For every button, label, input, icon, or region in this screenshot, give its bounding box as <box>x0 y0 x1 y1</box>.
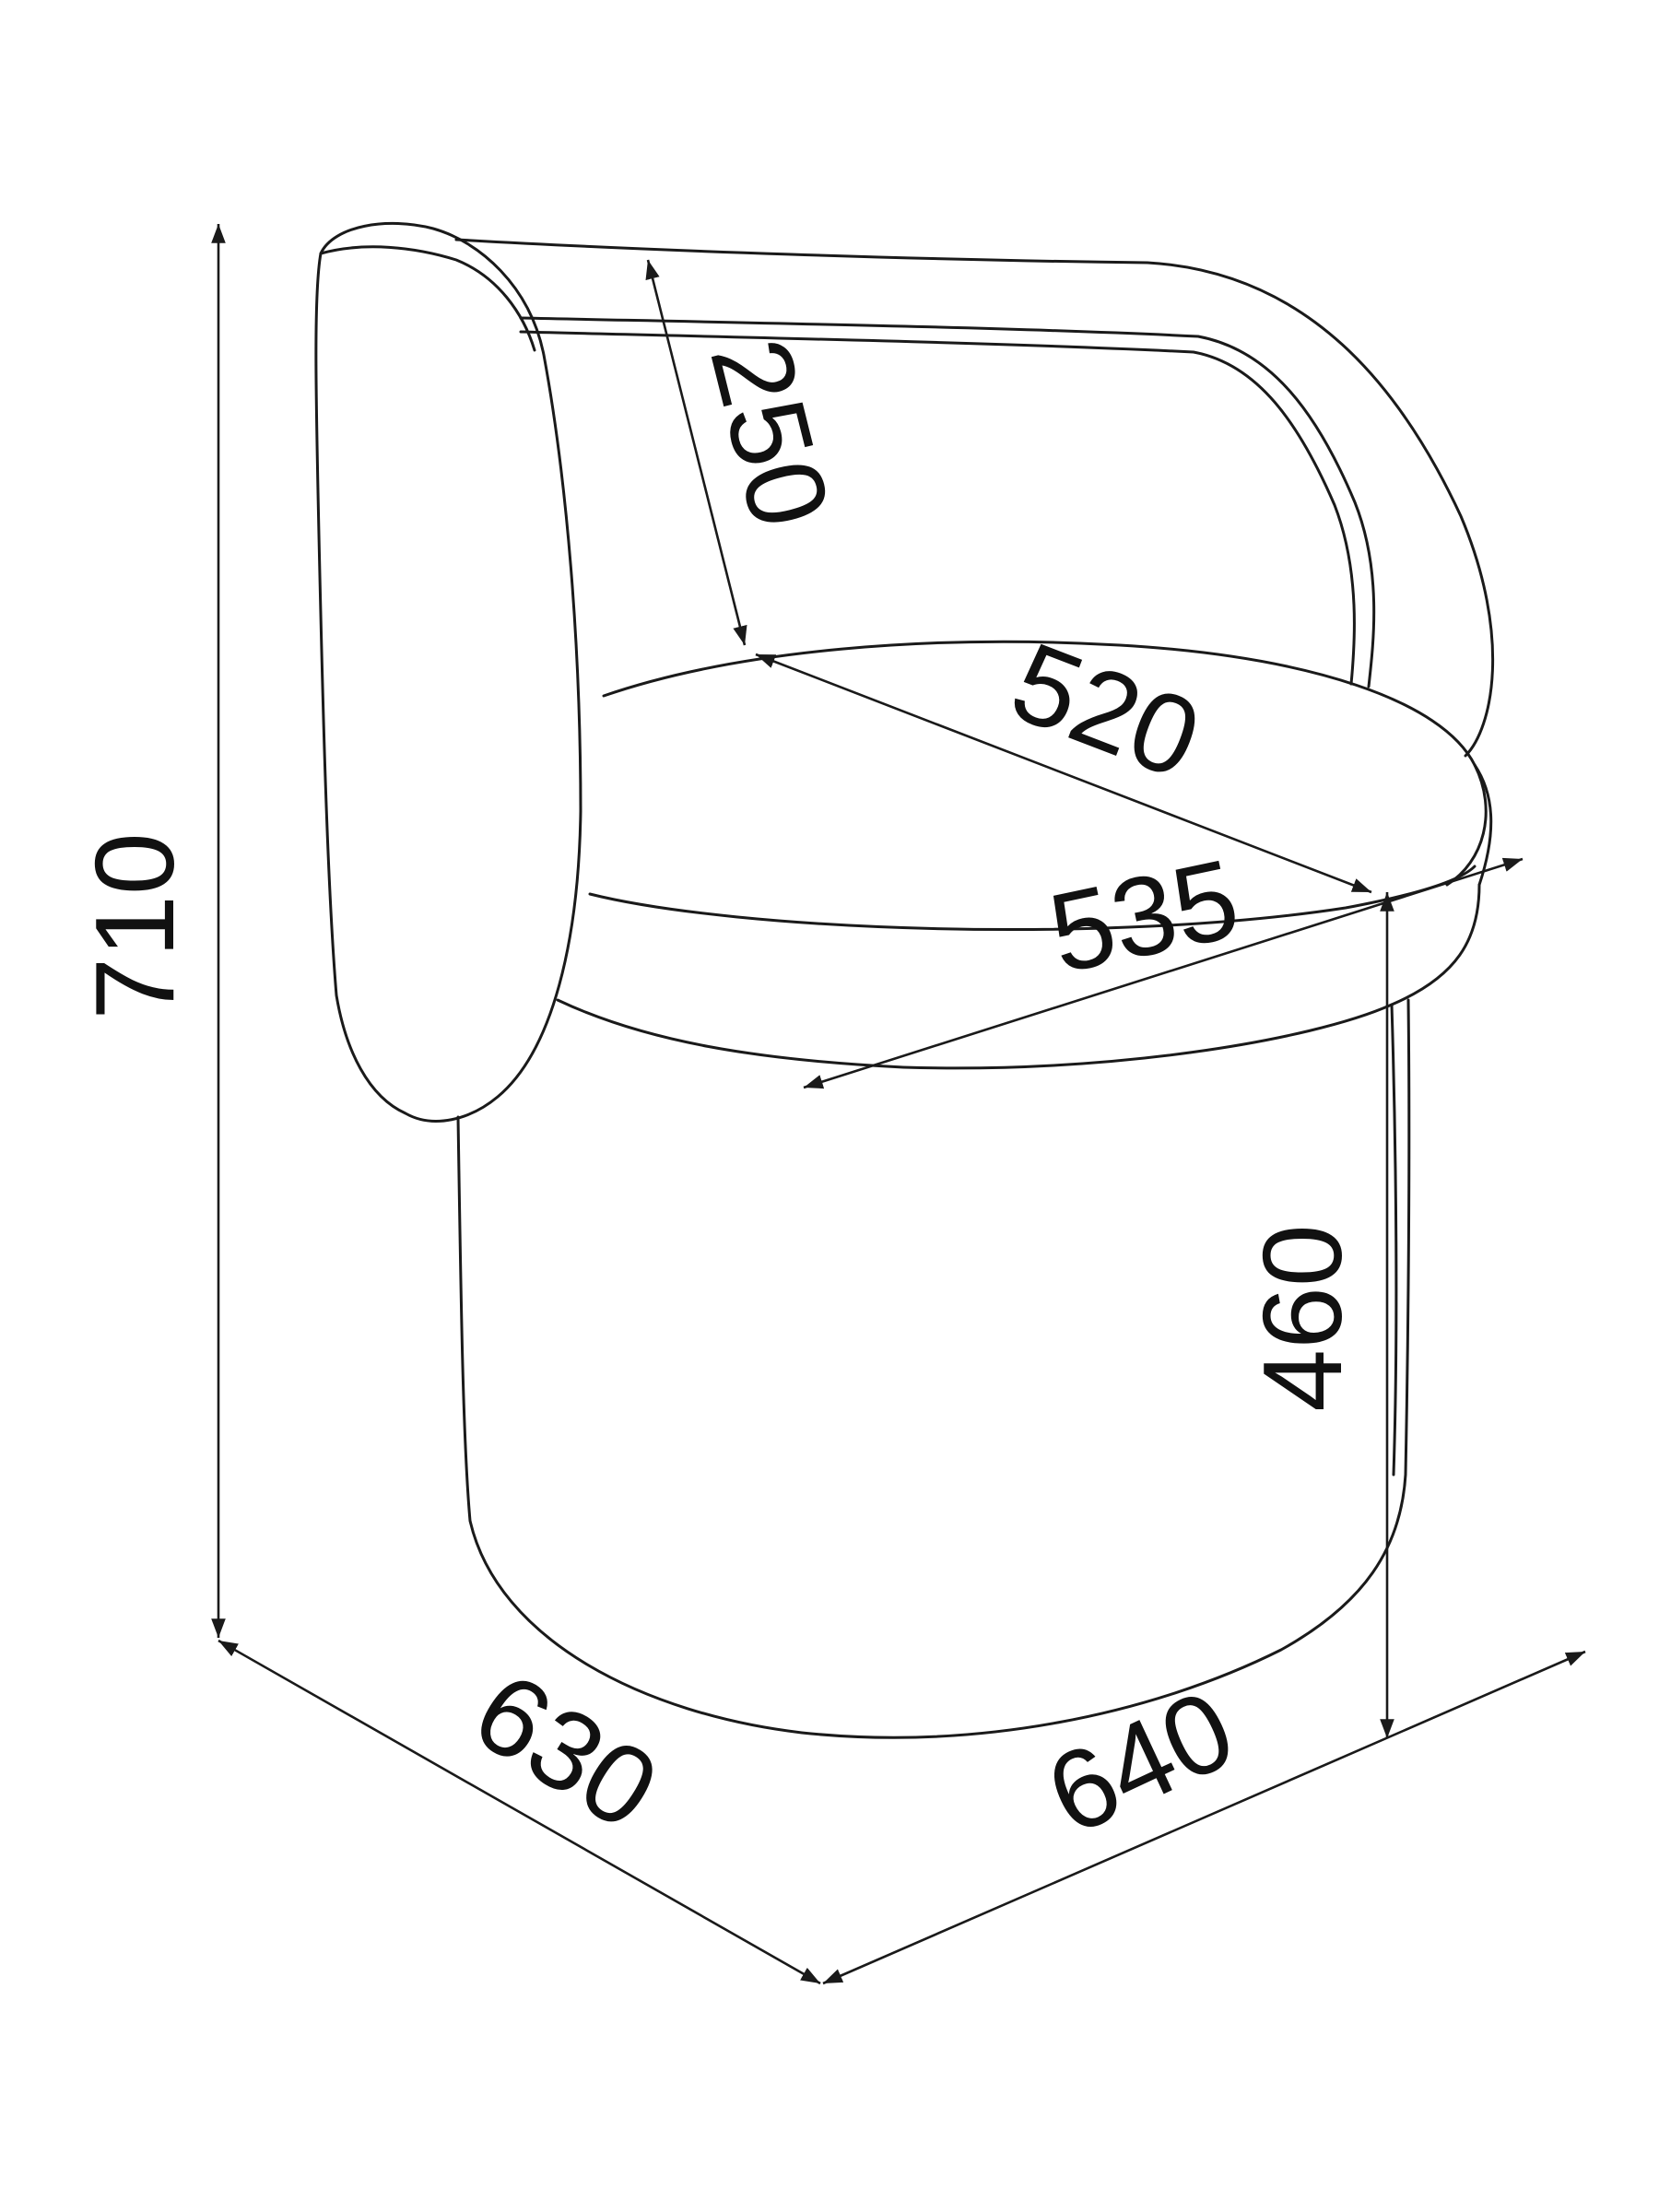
backrest-rail-inner-2 <box>519 330 1356 686</box>
chair-drawing <box>314 222 1495 1739</box>
label-seat-width: 535 <box>1040 835 1249 996</box>
label-overall-depth: 630 <box>453 1648 679 1853</box>
side-backrest-panel <box>314 222 582 1123</box>
dim-line-overall-depth <box>218 1639 821 1985</box>
side-backrest-panel-edge <box>319 245 536 352</box>
label-overall-width: 640 <box>1029 1665 1252 1858</box>
backrest-rail-inner <box>519 316 1376 688</box>
dim-line-seat-width <box>803 857 1524 1089</box>
label-total-height: 710 <box>72 832 197 1020</box>
dim-line-seat-depth <box>755 653 1372 894</box>
seat-cushion-right-side <box>1473 763 1493 887</box>
label-seat-height: 460 <box>1240 1224 1365 1412</box>
dimension-labels: 710 250 520 535 460 630 640 <box>72 327 1365 1859</box>
dim-line-overall-width <box>822 1650 1586 1985</box>
seat-cushion-front-edge <box>588 865 1477 932</box>
dimension-lines <box>211 224 1586 1985</box>
backrest-rail-outer <box>454 238 1495 758</box>
label-seat-depth: 520 <box>996 618 1217 803</box>
dim-line-backrest-height <box>645 259 747 646</box>
base-drum-right-inner <box>1390 1003 1398 1477</box>
label-backrest-height: 250 <box>687 327 853 539</box>
